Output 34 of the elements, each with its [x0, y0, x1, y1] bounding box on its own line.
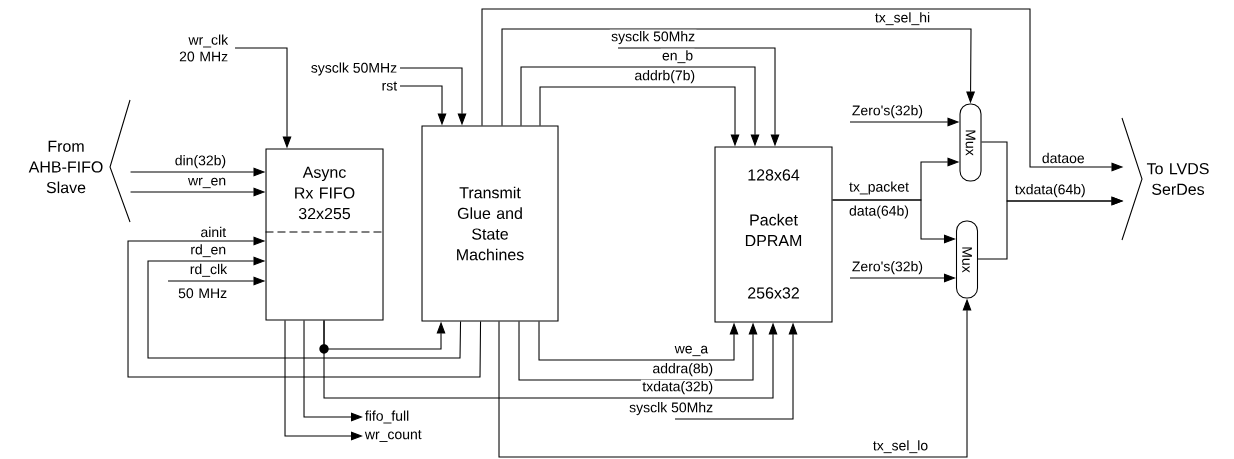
- connector: [147, 256, 462, 359]
- output-signal: wr_count: [364, 430, 422, 442]
- edge-label: sysclk 50Mhz: [627, 400, 715, 417]
- mux-block: Mux: [955, 220, 979, 299]
- edge-label: addrb(7b): [633, 68, 697, 85]
- edge-label: rd_en: [189, 242, 228, 259]
- edge-label: we_a: [673, 344, 710, 358]
- fifo-block: Async Rx FIFO 32x255: [264, 148, 385, 321]
- edge-label: wr_clk 20 MHz: [171, 33, 230, 63]
- memory-block: 128x64 Packet DPRAM 256x32: [714, 146, 833, 323]
- connector: [127, 236, 482, 378]
- target-label: To LVDS SerDes: [1121, 117, 1209, 241]
- connector: [518, 321, 758, 381]
- edge-label: addra(8b): [651, 361, 715, 378]
- edge-label: Zero's(32b): [850, 103, 925, 120]
- edge-label: tx_packet data(64b): [849, 181, 909, 219]
- edge-label: wr_en: [186, 176, 228, 190]
- mux-block: Mux: [959, 103, 982, 182]
- edge-label: tx_sel_hi: [873, 10, 932, 27]
- edge-label: dataoe: [1040, 151, 1087, 165]
- edge-label: ainit: [199, 225, 228, 239]
- edge-label: tx_sel_lo: [871, 438, 930, 455]
- edge-label: rst: [380, 80, 399, 92]
- logic-block: Transmit Glue and State Machines: [421, 125, 559, 322]
- edge-label: Zero's(32b): [850, 259, 925, 276]
- output-signal: fifo_full: [365, 410, 409, 424]
- edge-label: rd_clk 50 MHz: [178, 263, 228, 299]
- edge-label: din(32b): [173, 153, 228, 170]
- connector: [538, 321, 739, 361]
- edge-label: txdata(64b): [1013, 182, 1088, 199]
- source-label: From AHB-FIFO Slave: [28, 99, 131, 223]
- edge-label: sysclk 50MHz: [309, 61, 399, 77]
- connector: [501, 28, 976, 126]
- connector: [323, 320, 778, 399]
